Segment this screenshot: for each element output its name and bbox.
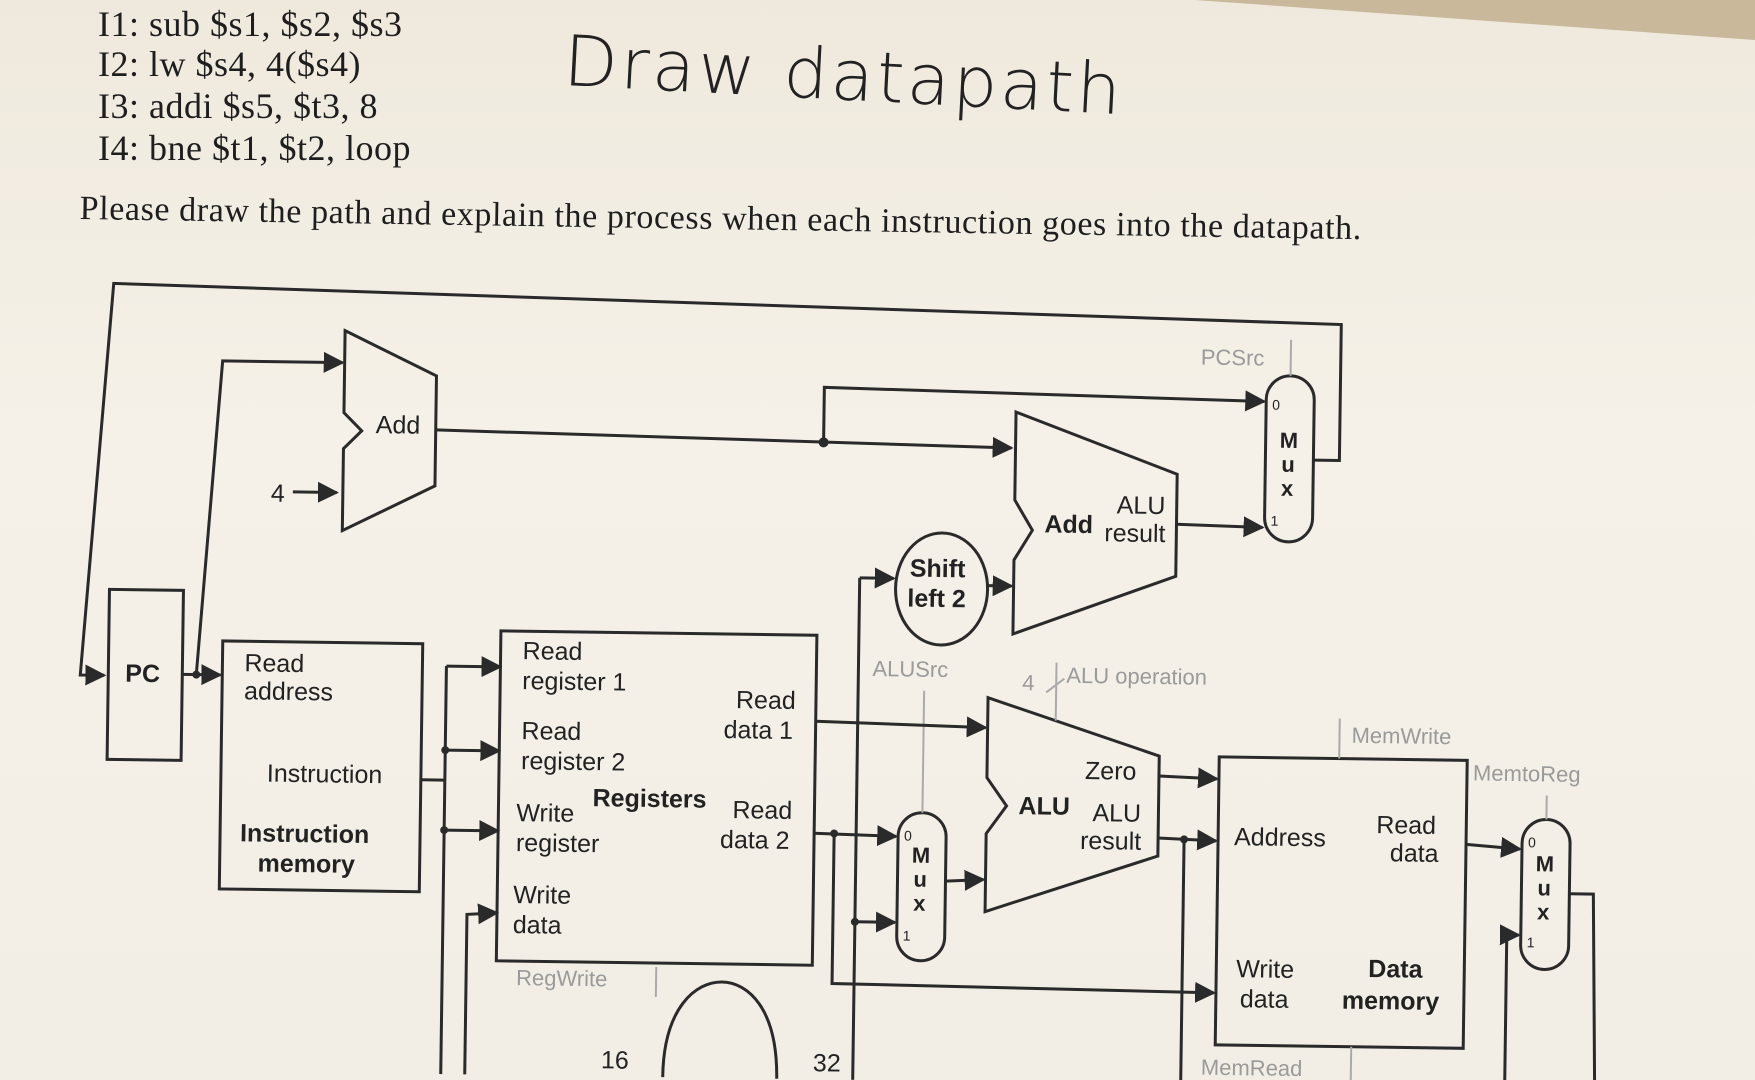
imem-title-2: memory xyxy=(257,849,355,878)
alu-zero-label: Zero xyxy=(1085,757,1137,786)
pcsrc-label: PCSrc xyxy=(1201,345,1265,371)
pc-adder xyxy=(340,328,438,534)
memwrite-label: MemWrite xyxy=(1351,723,1451,749)
sign-extend xyxy=(661,980,779,1079)
pc-label: PC xyxy=(125,660,160,688)
data-memory xyxy=(1213,755,1469,1050)
reg-read2-b: register 2 xyxy=(521,747,626,776)
alu-result-2: result xyxy=(1080,827,1142,856)
alusrc-label: ALUSrc xyxy=(872,656,948,682)
alusrc-mux-in0: 0 xyxy=(904,827,912,843)
reg-rd1-b: data 1 xyxy=(723,716,793,745)
memtoreg-mux-m: M xyxy=(1536,851,1555,876)
alusrc-mux-m: M xyxy=(912,843,931,868)
alusrc-mux-in1: 1 xyxy=(903,927,911,943)
instruction-4: I4: bne $t1, $t2, loop xyxy=(98,128,411,168)
memtoreg-mux-in1: 1 xyxy=(1527,934,1535,950)
dmem-title-2: memory xyxy=(1342,987,1440,1016)
alusrc-mux-u: u xyxy=(913,867,927,892)
pcsrc-mux-in0: 0 xyxy=(1272,397,1280,413)
alu-result-1: ALU xyxy=(1092,799,1141,828)
imem-title-1: Instruction xyxy=(240,819,370,849)
branch-adder-result-2: result xyxy=(1104,519,1166,548)
memtoreg-label: MemtoReg xyxy=(1473,760,1581,786)
reg-read1-a: Read xyxy=(522,637,582,666)
registers-title: Registers xyxy=(592,784,706,814)
pcsrc-mux-in1: 1 xyxy=(1270,513,1278,529)
pcsrc-mux-x: x xyxy=(1281,476,1294,501)
reg-rd2-a: Read xyxy=(732,796,792,825)
imem-instruction-label: Instruction xyxy=(267,760,383,790)
dmem-title-1: Data xyxy=(1368,955,1424,984)
imem-address-label: address xyxy=(244,677,333,706)
aluop-label: ALU operation xyxy=(1066,663,1207,690)
branch-adder xyxy=(1011,409,1179,637)
memtoreg-mux-x: x xyxy=(1537,899,1550,924)
reg-write-b: register xyxy=(516,829,600,858)
imem-read-label: Read xyxy=(244,649,304,678)
regwrite-label: RegWrite xyxy=(516,965,608,991)
dmem-read-1: Read xyxy=(1376,811,1436,840)
pc-adder-label: Add xyxy=(376,411,421,440)
memtoreg-mux-u: u xyxy=(1537,875,1551,900)
branch-adder-result-1: ALU xyxy=(1117,491,1166,520)
shift-label-2: left 2 xyxy=(907,585,966,614)
dmem-address-label: Address xyxy=(1234,823,1326,852)
reg-read1-b: register 1 xyxy=(522,667,627,696)
reg-wdata-b: data xyxy=(513,911,562,940)
sext-out-label: 32 xyxy=(813,1049,841,1077)
reg-rd2-b: data 2 xyxy=(720,826,790,855)
alusrc-mux-x: x xyxy=(913,891,926,916)
memtoreg-mux-in0: 0 xyxy=(1528,834,1536,850)
datapath-wires xyxy=(78,281,1597,1080)
dmem-read-2: data xyxy=(1390,839,1439,868)
pcsrc-mux-u: u xyxy=(1281,452,1295,477)
sext-in-label: 16 xyxy=(601,1046,629,1074)
dmem-write-1: Write xyxy=(1236,955,1294,984)
instruction-1: I1: sub $s1, $s2, $s3 xyxy=(98,4,403,44)
memread-label: MemRead xyxy=(1201,1055,1303,1080)
instruction-memory xyxy=(217,639,425,894)
const-four-label: 4 xyxy=(271,480,285,508)
branch-adder-label: Add xyxy=(1044,510,1093,539)
reg-rd1-a: Read xyxy=(736,686,796,715)
alu-label: ALU xyxy=(1018,792,1070,821)
aluop-bits: 4 xyxy=(1022,670,1035,695)
shift-label-1: Shift xyxy=(910,555,967,584)
reg-write-a: Write xyxy=(516,799,574,828)
instruction-3: I3: addi $s5, $t3, 8 xyxy=(98,86,378,126)
reg-wdata-a: Write xyxy=(513,881,571,910)
reg-read2-a: Read xyxy=(521,717,581,746)
instruction-2: I2: lw $s4, 4($s4) xyxy=(98,44,361,84)
dmem-write-2: data xyxy=(1240,985,1289,1014)
pcsrc-mux-m: M xyxy=(1279,428,1298,453)
register-file xyxy=(494,629,819,967)
